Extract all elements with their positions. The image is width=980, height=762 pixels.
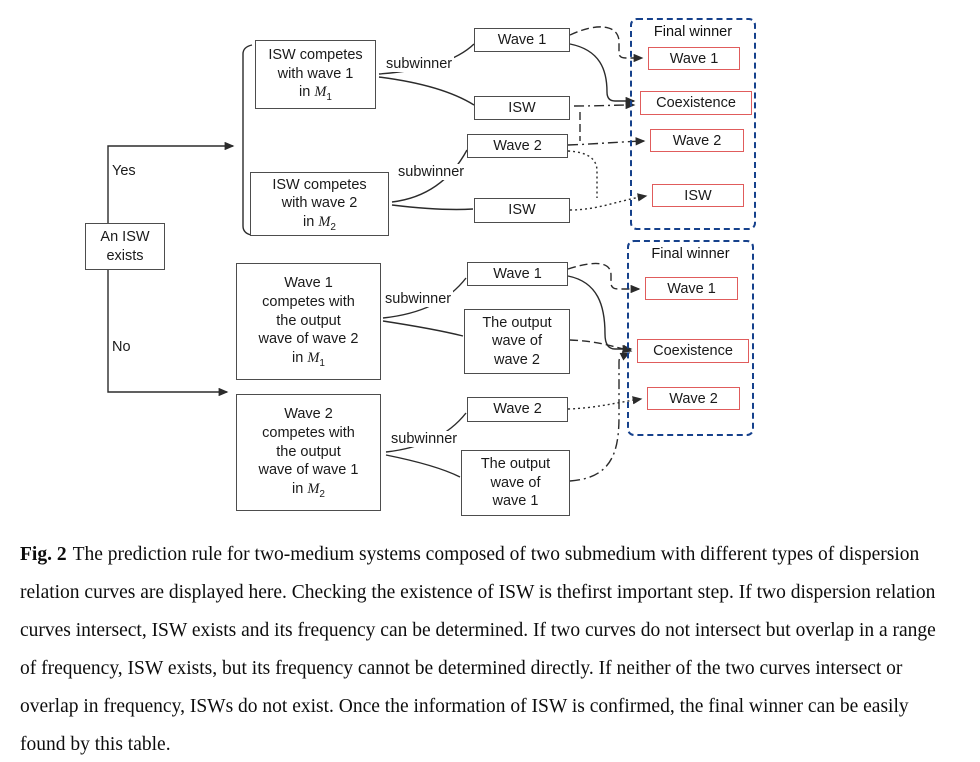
node-wave2-vs-output1: Wave 2 competes with the output wave of … <box>236 394 381 511</box>
wave1-to-final-connector <box>567 262 641 294</box>
yes-label: Yes <box>110 163 138 179</box>
node-isw-vs-wave1: ISW competes with wave 1 in M1 <box>255 40 376 109</box>
node-text: wave of wave 1 <box>258 462 359 479</box>
wave1-to-coexistence-connector <box>569 43 636 106</box>
node-subwinner-isw-m2: ISW <box>474 198 570 223</box>
medium-subscript: 2 <box>330 221 336 233</box>
node-text: ISW competes <box>268 47 363 63</box>
medium-subscript: 1 <box>319 357 325 369</box>
subwinner-curve <box>382 320 464 337</box>
medium-symbol: M <box>307 480 320 497</box>
node-text: exists <box>106 247 144 264</box>
node-an-isw-exists: An ISW exists <box>85 223 165 270</box>
node-text: wave 2 <box>494 351 540 368</box>
final-winner-title: Final winner <box>651 246 730 262</box>
in-text: in <box>292 480 308 497</box>
node-subwinner-output-of-wave2: The output wave of wave 2 <box>464 309 570 374</box>
wave2-to-final-connector <box>567 396 643 410</box>
node-text: competes with <box>262 294 355 310</box>
final-winner-title: Final winner <box>653 24 733 40</box>
node-text: in M1 <box>292 349 325 369</box>
subwinner-curve <box>391 149 468 203</box>
no-label: No <box>110 339 133 355</box>
medium-symbol: M <box>307 349 320 366</box>
node-subwinner-output-of-wave1: The output wave of wave 1 <box>461 450 570 516</box>
subwinner-connectors <box>378 43 475 478</box>
output2-to-coexistence-connector <box>569 339 633 353</box>
final-coexistence: Coexistence <box>640 91 752 115</box>
node-text: ISW competes <box>272 176 367 193</box>
node-text: wave 1 <box>492 493 539 510</box>
node-subwinner-wave2: Wave 2 <box>467 134 568 158</box>
medium-subscript: 2 <box>319 488 325 500</box>
final-winner-panel-top: Final winner Wave 1 Coexistence Wave 2 I… <box>630 18 756 230</box>
node-text: with wave 1 <box>277 65 354 82</box>
final-coexistence: Coexistence <box>637 339 749 363</box>
node-text: competes with <box>262 425 355 441</box>
medium-symbol: M <box>314 84 327 101</box>
node-text: wave of wave 2 <box>258 331 359 348</box>
final-wave1: Wave 1 <box>645 277 738 300</box>
subwinner-label: subwinner <box>384 56 455 72</box>
final-isw: ISW <box>652 184 744 207</box>
node-subwinner-wave1: Wave 1 <box>474 28 570 52</box>
node-text: in M2 <box>303 213 336 233</box>
yes-connector <box>107 141 235 223</box>
subwinner-label: subwinner <box>389 431 460 447</box>
outcome-connectors-bottom <box>567 262 643 482</box>
subwinner-label: subwinner <box>396 164 467 180</box>
brace-connector <box>242 44 253 236</box>
output1-to-coexistence-connector <box>569 352 631 482</box>
medium-symbol: M <box>318 213 331 230</box>
final-winner-panel-bottom: Final winner Wave 1 Coexistence Wave 2 <box>627 240 754 436</box>
caption-text: The prediction rule for two-medium syste… <box>20 544 936 755</box>
node-text: in M2 <box>292 480 325 500</box>
subwinner-curve <box>385 454 461 478</box>
no-connector <box>107 270 229 397</box>
in-text: in <box>303 213 319 230</box>
node-subwinner-wave1-bottom: Wave 1 <box>467 262 568 286</box>
node-text: in M1 <box>299 83 332 103</box>
connector-lines <box>107 26 648 482</box>
outcome-connectors-top <box>567 26 648 211</box>
subwinner-curve <box>391 204 474 211</box>
caption-label: Fig. 2 <box>20 544 67 565</box>
flowchart: An ISW exists Yes No ISW competes with w… <box>85 18 756 516</box>
node-subwinner-wave2-bottom: Wave 2 <box>467 397 568 422</box>
node-text: Wave 2 <box>284 406 333 423</box>
wave1-to-final-connector <box>569 26 644 63</box>
final-wave1: Wave 1 <box>648 47 740 70</box>
node-subwinner-isw-m1: ISW <box>474 96 570 120</box>
subwinner-curve <box>378 76 475 106</box>
final-wave2: Wave 2 <box>650 129 744 152</box>
node-isw-vs-wave2: ISW competes with wave 2 in M2 <box>250 172 389 236</box>
final-wave2: Wave 2 <box>647 387 740 410</box>
node-text: the output <box>276 443 341 460</box>
wave2-drop-connector <box>567 150 598 198</box>
node-text: The output <box>482 314 552 331</box>
medium-subscript: 1 <box>326 91 332 103</box>
node-text: An ISW <box>100 228 150 245</box>
in-text: in <box>292 349 308 366</box>
wave1-to-coexistence-connector <box>567 275 633 354</box>
node-text: the output <box>276 312 341 329</box>
node-text: wave of <box>490 474 541 491</box>
decision-connectors <box>107 44 253 397</box>
node-text: wave of <box>492 333 542 350</box>
node-wave1-vs-output2: Wave 1 competes with the output wave of … <box>236 263 381 380</box>
in-text: in <box>299 84 315 101</box>
node-text: Wave 1 <box>284 275 333 292</box>
node-text: with wave 2 <box>281 195 358 212</box>
isw-to-coexistence-connector <box>573 100 636 110</box>
wave2-to-final-connector <box>567 137 646 146</box>
node-text: The output <box>480 456 551 473</box>
subwinner-label: subwinner <box>383 291 454 307</box>
